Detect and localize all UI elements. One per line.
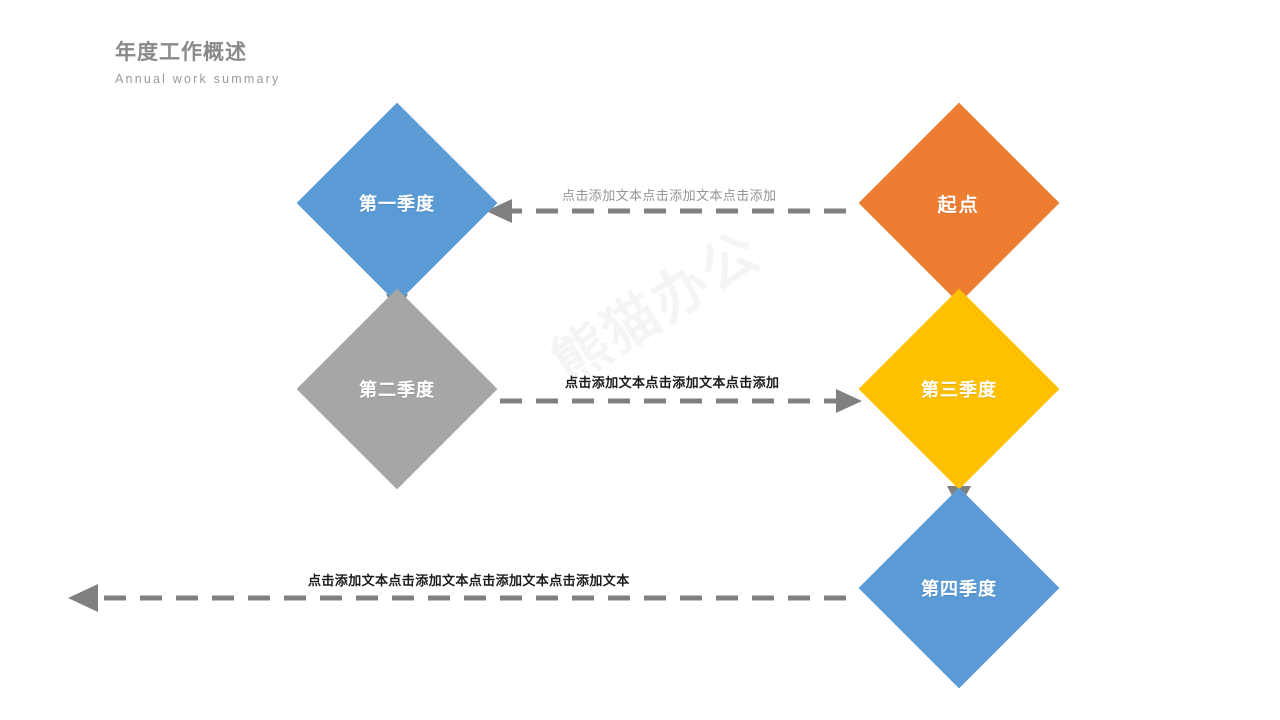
connector-caption-q4-to-end: 点击添加文本点击添加文本点击添加文本点击添加文本: [308, 573, 630, 588]
connector-q2-to-q3: [500, 389, 862, 413]
node-q2[interactable]: 第二季度: [296, 288, 498, 490]
node-q1[interactable]: 第一季度: [296, 102, 498, 304]
node-q3-label: 第三季度: [921, 380, 997, 400]
connector-caption-q2-to-q3: 点击添加文本点击添加文本点击添加: [565, 375, 780, 390]
watermark: 熊猫办公: [541, 219, 771, 446]
node-q1-label: 第一季度: [359, 194, 435, 214]
node-q2-label: 第二季度: [359, 380, 435, 400]
slide-header: 年度工作概述 Annual work summary: [115, 40, 280, 86]
node-start[interactable]: 起点: [858, 102, 1060, 304]
page-subtitle: Annual work summary: [115, 72, 281, 87]
node-q4-label: 第四季度: [921, 579, 997, 599]
connector-caption-start-to-q1: 点击添加文本点击添加文本点击添加: [562, 188, 777, 203]
node-q3[interactable]: 第三季度: [858, 288, 1060, 490]
node-q4[interactable]: 第四季度: [858, 487, 1060, 689]
page-title: 年度工作概述: [115, 41, 247, 64]
node-start-label: 起点: [937, 194, 981, 216]
